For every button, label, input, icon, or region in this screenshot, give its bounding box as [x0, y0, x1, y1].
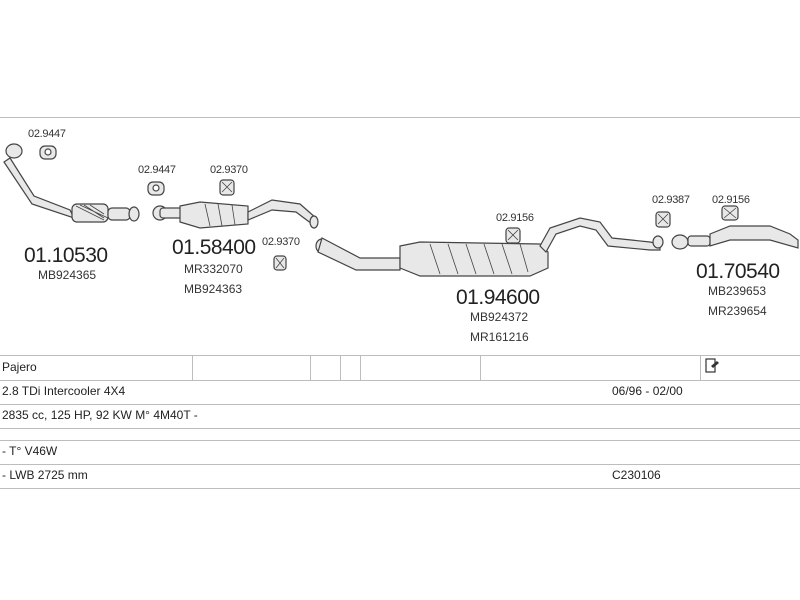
cell-divider	[310, 356, 311, 380]
years-cell: 06/96 - 02/00	[612, 384, 683, 398]
part-number: 01.58400	[172, 236, 256, 259]
table-row: - T° V46W	[0, 440, 800, 465]
fitting-label: 02.9156	[496, 212, 534, 224]
clamp-4	[655, 211, 671, 228]
clamp-2	[273, 255, 287, 271]
cell-divider	[480, 356, 481, 380]
part-ref: MB924372	[470, 310, 529, 324]
fitting-label: 02.9387	[652, 194, 690, 206]
cell-divider	[192, 356, 193, 380]
clamp-5	[721, 205, 739, 221]
table-row: Pajero	[0, 356, 800, 381]
exhaust-drawing	[3, 143, 799, 277]
table-row: - LWB 2725 mm C230106	[0, 464, 800, 489]
cell-divider	[700, 356, 701, 380]
fitting-label: 02.9156	[712, 194, 750, 206]
specs-cell: 2835 cc, 125 HP, 92 KW M° 4M40T -	[2, 408, 198, 422]
middle-section	[152, 199, 319, 229]
edit-icon[interactable]	[704, 358, 720, 377]
top-border	[0, 117, 800, 118]
part-number: 01.10530	[24, 244, 108, 267]
wheelbase-cell: - LWB 2725 mm	[2, 468, 88, 482]
gasket-1	[39, 145, 57, 160]
clamp-3	[505, 227, 521, 244]
code-cell: C230106	[612, 468, 661, 482]
fitting-label: 02.9447	[138, 164, 176, 176]
part-ref: MB924365	[38, 268, 97, 282]
table-row: 2.8 TDi Intercooler 4X4 06/96 - 02/00	[0, 380, 800, 405]
part-ref: MR332070	[184, 262, 243, 276]
center-muffler	[315, 217, 661, 277]
part-ref: MR239654	[708, 304, 767, 318]
part-number: 01.94600	[456, 286, 540, 309]
cell-divider	[340, 356, 341, 380]
type-cell: - T° V46W	[2, 444, 58, 458]
rear-pipe	[652, 225, 799, 250]
front-pipe	[3, 143, 140, 223]
part-ref: MR161216	[470, 330, 529, 344]
clamp-1	[219, 179, 235, 196]
gasket-2	[147, 181, 165, 196]
table-top-border	[0, 355, 800, 356]
model-cell: Pajero	[2, 360, 37, 374]
part-ref: MB924363	[184, 282, 243, 296]
exhaust-diagram: 02.9447 02.9447 02.9370 02.9370 02.9156 …	[0, 118, 800, 358]
part-ref: MB239653	[708, 284, 767, 298]
fitting-label: 02.9447	[28, 128, 66, 140]
engine-cell: 2.8 TDi Intercooler 4X4	[2, 384, 126, 398]
table-row	[0, 428, 800, 441]
cell-divider	[360, 356, 361, 380]
fitting-label: 02.9370	[210, 164, 248, 176]
part-number: 01.70540	[696, 260, 780, 283]
table-row: 2835 cc, 125 HP, 92 KW M° 4M40T -	[0, 404, 800, 429]
fitting-label: 02.9370	[262, 236, 300, 248]
